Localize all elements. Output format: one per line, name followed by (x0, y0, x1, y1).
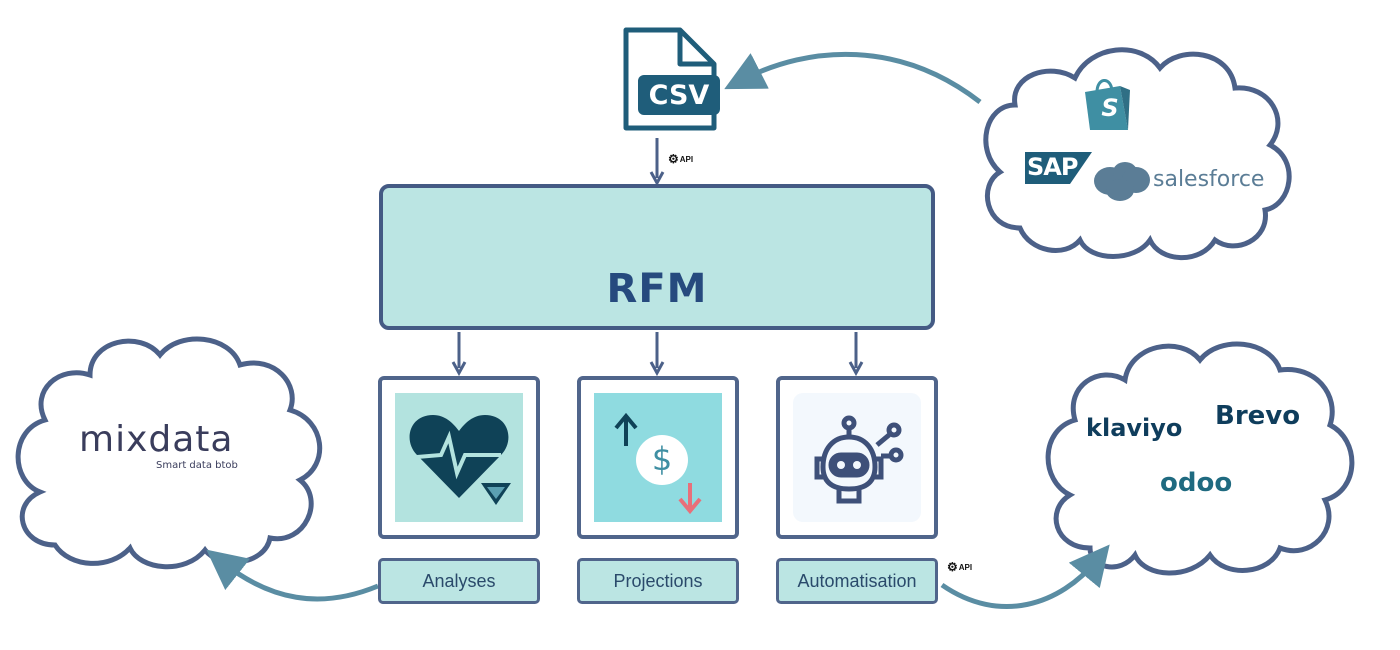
automatisation-button[interactable]: Automatisation (776, 558, 938, 604)
automation-card[interactable] (776, 376, 938, 539)
api-tag-export: ⚙ API (947, 560, 973, 574)
automation-export-arrow (940, 544, 1110, 609)
salesforce-logo: salesforce (1153, 167, 1265, 192)
mixdata-tagline: Smart data btob (156, 460, 238, 471)
automation-cloud (1045, 341, 1355, 576)
brevo-logo: Brevo (1215, 401, 1301, 431)
gear-icon: ⚙ (668, 152, 679, 166)
source-cloud (983, 47, 1292, 261)
projections-button[interactable]: Projections (577, 558, 739, 604)
api-tag-import: ⚙ API (668, 152, 694, 166)
analyses-export-arrow (206, 549, 379, 602)
csv-file-icon (623, 27, 720, 131)
rfm-box[interactable] (379, 184, 935, 330)
projections-card[interactable]: $ (577, 376, 739, 539)
mixdata-logo: mixdata (79, 419, 234, 460)
rfm-title: RFM (606, 266, 708, 312)
analyses-button[interactable]: Analyses (378, 558, 540, 604)
klaviyo-logo: klaviyo (1086, 414, 1183, 442)
shopify-logo: S (1101, 94, 1119, 122)
dollar-icon: $ (651, 440, 673, 478)
salesforce-cloud-icon (1094, 162, 1150, 201)
odoo-logo: odoo (1160, 468, 1233, 498)
csv-label: CSV (648, 79, 710, 111)
sap-logo-shape (1025, 152, 1092, 184)
gear-icon: ⚙ (947, 560, 958, 574)
heart-pulse-icon (395, 393, 523, 522)
import-arrow (724, 51, 982, 104)
shopify-bag-icon (1085, 79, 1130, 130)
robot-icon (793, 393, 921, 522)
analysis-cloud (15, 336, 323, 570)
analyses-card[interactable] (378, 376, 540, 539)
dollar-up-down-icon (594, 393, 722, 522)
sap-logo: SAP (1027, 153, 1078, 181)
